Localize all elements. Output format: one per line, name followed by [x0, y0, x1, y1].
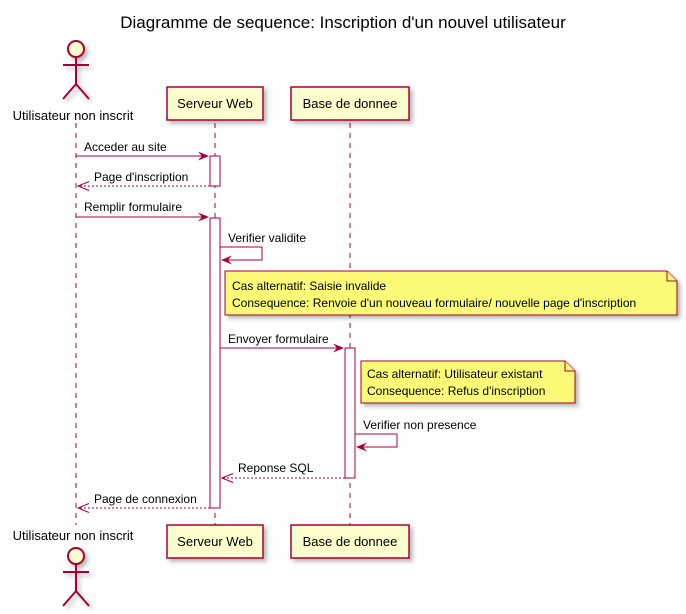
message-page-connexion: Page de connexion [76, 492, 210, 513]
message-envoyer-formulaire: Envoyer formulaire [220, 332, 344, 353]
svg-text:Consequence: Renvoie d'un nouv: Consequence: Renvoie d'un nouveau formul… [232, 296, 636, 310]
activation-server-1 [209, 155, 221, 187]
participant-user-label-top: Utilisateur non inscrit [13, 108, 134, 123]
participant-user-label-bottom: Utilisateur non inscrit [13, 528, 134, 543]
svg-text:Cas alternatif: Utilisateur ex: Cas alternatif: Utilisateur existant [367, 367, 543, 381]
svg-text:Verifier validite: Verifier validite [228, 231, 306, 245]
message-page-inscription: Page d'inscription [76, 170, 210, 191]
participant-db-top: Base de donnee [290, 86, 410, 121]
actor-head-icon [67, 547, 85, 565]
actor-head-icon [67, 40, 85, 58]
activation-server-2 [209, 217, 221, 509]
message-remplir-formulaire: Remplir formulaire [76, 200, 209, 222]
message-acceder-au-site: Acceder au site [76, 140, 209, 161]
activation-db [344, 347, 356, 479]
svg-text:Envoyer formulaire: Envoyer formulaire [228, 332, 329, 346]
svg-text:Reponse SQL: Reponse SQL [238, 461, 314, 475]
diagram-title: Diagramme de sequence: Inscription d'un … [120, 13, 566, 32]
note-utilisateur-existant: Cas alternatif: Utilisateur existant Con… [360, 360, 576, 404]
participant-server-top: Serveur Web [166, 86, 264, 121]
participant-server-bottom: Serveur Web [166, 524, 264, 559]
message-verifier-non-presence: Verifier non presence [355, 418, 477, 452]
participant-db-bottom: Base de donnee [290, 524, 410, 559]
svg-text:Remplir formulaire: Remplir formulaire [84, 200, 182, 214]
participant-server-label-bottom: Serveur Web [177, 534, 253, 549]
svg-text:Page de connexion: Page de connexion [94, 492, 197, 506]
svg-text:Acceder au site: Acceder au site [84, 140, 167, 154]
participant-db-label-top: Base de donnee [303, 96, 398, 111]
participant-server-label-top: Serveur Web [177, 96, 253, 111]
svg-text:Verifier non presence: Verifier non presence [363, 418, 477, 432]
message-reponse-sql: Reponse SQL [220, 461, 345, 483]
svg-text:Consequence: Refus d'inscripti: Consequence: Refus d'inscription [367, 384, 545, 398]
participant-db-label-bottom: Base de donnee [303, 534, 398, 549]
svg-text:Cas alternatif: Saisie invalid: Cas alternatif: Saisie invalide [232, 279, 386, 293]
note-saisie-invalide: Cas alternatif: Saisie invalide Conseque… [224, 270, 678, 316]
actor-user-top: Utilisateur non inscrit [13, 40, 134, 123]
svg-text:Page d'inscription: Page d'inscription [94, 170, 188, 184]
message-verifier-validite: Verifier validite [220, 231, 306, 265]
actor-user-bottom: Utilisateur non inscrit [13, 528, 134, 607]
